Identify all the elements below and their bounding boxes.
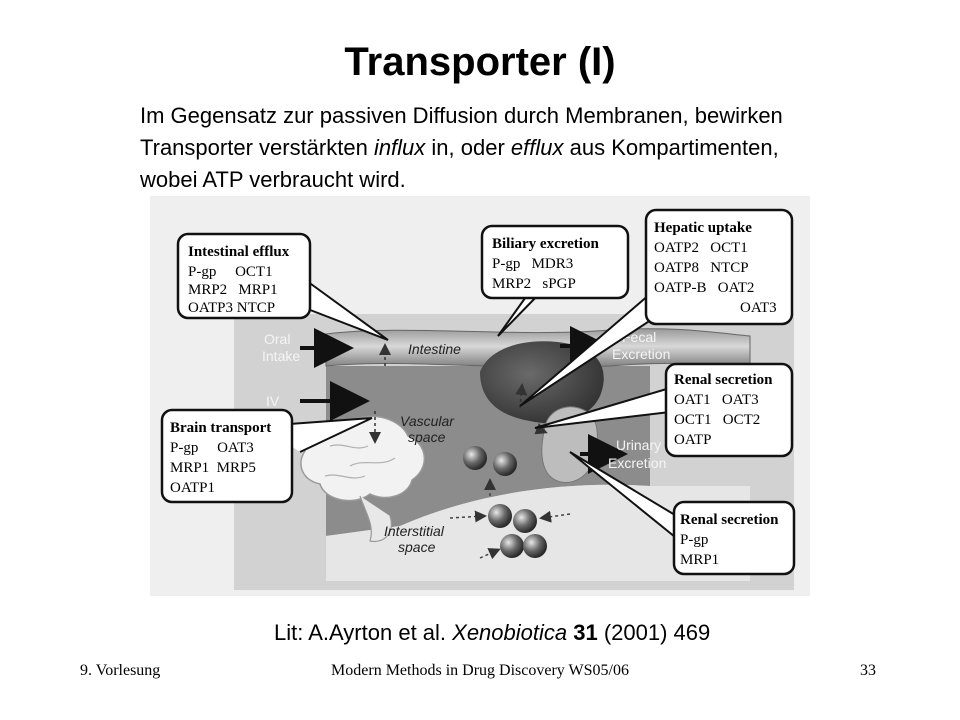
footer-lecture: 9. Vorlesung (80, 662, 161, 679)
svg-text:Renal secretion: Renal secretion (680, 512, 779, 528)
svg-text:MRP1 MRP5: MRP1 MRP5 (170, 460, 256, 476)
svg-text:Hepatic uptake: Hepatic uptake (654, 220, 752, 236)
citation-rest: (2001) 469 (597, 620, 711, 645)
vascular-label-2: space (408, 429, 446, 445)
svg-text:OATP3 NTCP: OATP3 NTCP (188, 300, 275, 316)
box-brain-transport: Brain transport P-gp OAT3 MRP1 MRP5 OATP… (160, 408, 294, 504)
svg-text:P-gp MDR3: P-gp MDR3 (492, 256, 573, 272)
citation-journal: Xenobiotica (452, 620, 568, 645)
urinary-label-2: Excretion (608, 455, 666, 471)
interstitial-label-1: Interstitial (384, 523, 445, 539)
citation-volume: 31 (573, 620, 598, 645)
interstitial-label-2: space (398, 539, 436, 555)
svg-text:Brain transport: Brain transport (170, 420, 271, 436)
svg-text:Renal secretion: Renal secretion (674, 372, 773, 388)
svg-text:OATP2 OCT1: OATP2 OCT1 (654, 240, 748, 256)
transporter-diagram: Oral Intake Intestine IV Vascular space … (150, 196, 810, 596)
box-renal-secretion-1: Renal secretion OAT1 OAT3 OCT1 OCT2 OATP (664, 362, 794, 458)
svg-text:OAT1 OAT3: OAT1 OAT3 (674, 392, 759, 408)
box-hepatic-uptake: Hepatic uptake OATP2 OCT1 OATP8 NTCP OAT… (644, 208, 794, 326)
svg-text:MRP1: MRP1 (680, 552, 719, 568)
intro-part-3: aus Kompartimenten, wobei ATP verbraucht… (140, 135, 779, 192)
svg-text:P-gp OCT1: P-gp OCT1 (188, 264, 273, 280)
svg-text:MRP2 sPGP: MRP2 sPGP (492, 276, 576, 292)
fecal-label-2: Excretion (612, 346, 670, 362)
svg-text:OATP-B OAT2: OATP-B OAT2 (654, 280, 754, 296)
vascular-label-1: Vascular (400, 413, 455, 429)
oral-label-1: Oral (264, 331, 290, 347)
intro-part-1: Im Gegensatz zur passiven Diffusion durc… (140, 103, 783, 160)
citation-prefix: Lit: A.Ayrton et al. (274, 620, 453, 645)
svg-text:OAT3: OAT3 (740, 300, 777, 316)
intro-influx: influx (373, 135, 426, 160)
pointer-intestinal (299, 275, 389, 341)
intro-text: Im Gegensatz zur passiven Diffusion durc… (140, 100, 840, 196)
slide-title: Transporter (I) (344, 40, 616, 84)
sphere (523, 534, 547, 558)
footer-course: Modern Methods in Drug Discovery WS05/06 (331, 662, 629, 679)
footer-page-number: 33 (860, 662, 876, 679)
svg-text:OATP8 NTCP: OATP8 NTCP (654, 260, 749, 276)
citation: Lit: A.Ayrton et al. Xenobiotica 31 (200… (274, 620, 710, 646)
pointer-hepatic (519, 293, 661, 407)
svg-text:MRP2 MRP1: MRP2 MRP1 (188, 282, 278, 298)
svg-text:Biliary excretion: Biliary excretion (492, 236, 599, 252)
urinary-label-1: Urinary (616, 437, 661, 453)
svg-text:OCT1 OCT2: OCT1 OCT2 (674, 412, 760, 428)
sphere (493, 452, 517, 476)
svg-text:P-gp: P-gp (680, 532, 708, 548)
pointer-renal-1 (534, 387, 671, 429)
box-intestinal-efflux: Intestinal efflux P-gp OCT1 MRP2 MRP1 OA… (176, 232, 312, 320)
sphere (488, 504, 512, 528)
sphere (463, 446, 487, 470)
intestine-label: Intestine (408, 341, 461, 357)
pointer-biliary (497, 290, 543, 337)
svg-text:OATP1: OATP1 (170, 480, 215, 496)
oral-label-2: Intake (262, 348, 300, 364)
svg-text:P-gp OAT3: P-gp OAT3 (170, 440, 254, 456)
intro-part-2: in, oder (425, 135, 511, 160)
iv-label: IV (266, 393, 280, 409)
svg-text:OATP: OATP (674, 432, 712, 448)
intro-efflux: efflux (510, 135, 564, 160)
pointer-renal-2 (569, 451, 681, 542)
sphere (513, 509, 537, 533)
box-renal-secretion-2: Renal secretion P-gp MRP1 (672, 500, 796, 576)
box-biliary-excretion: Biliary excretion P-gp MDR3 MRP2 sPGP (480, 224, 630, 300)
sphere (500, 534, 524, 558)
svg-text:Intestinal efflux: Intestinal efflux (188, 244, 290, 260)
